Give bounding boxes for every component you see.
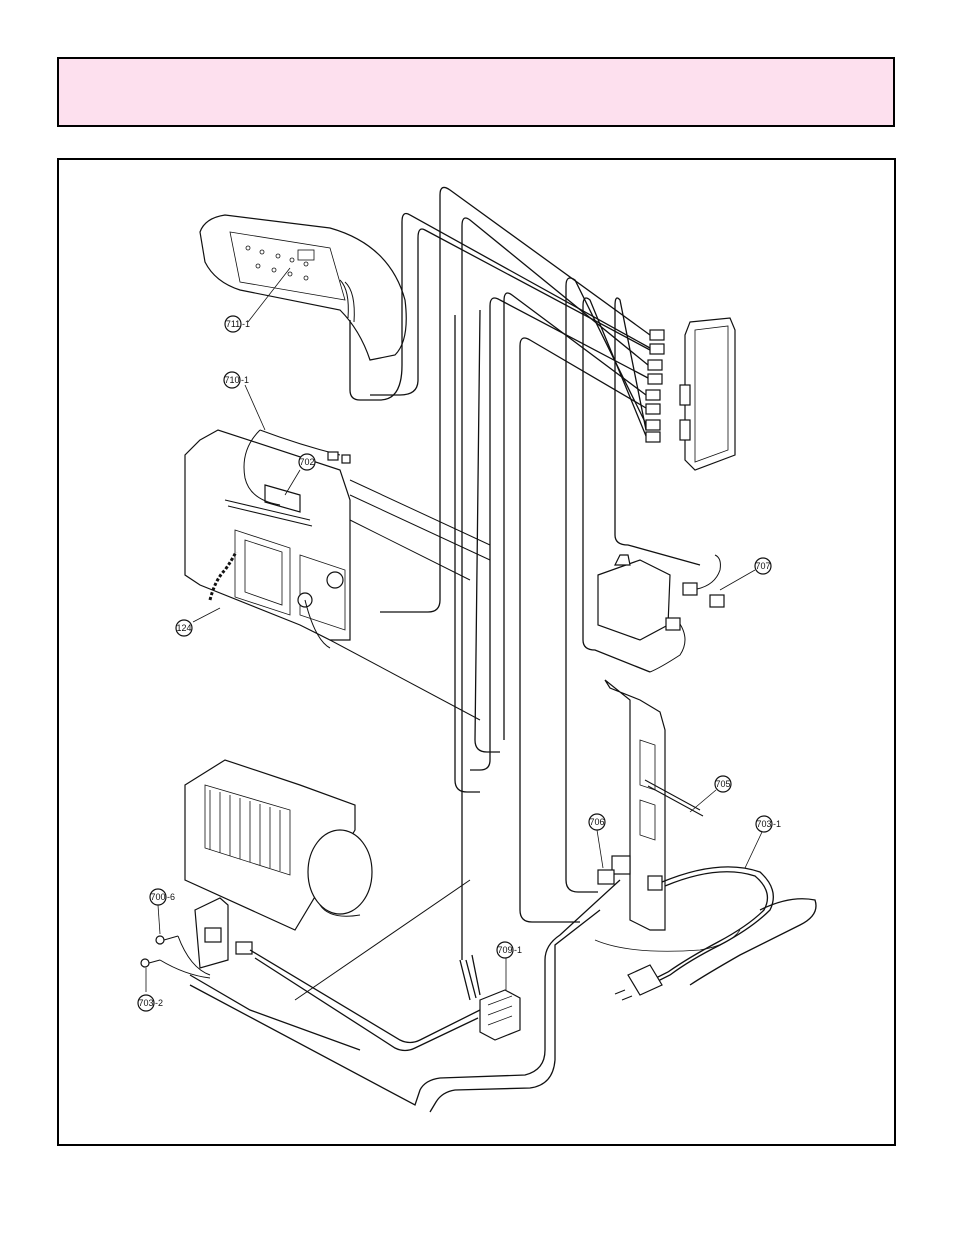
callout-124: 124 <box>176 608 220 636</box>
callout-709-suffix: -1 <box>514 945 522 955</box>
callout-700-number: 700 <box>150 892 165 902</box>
callout-703-1-number: 703 <box>756 819 771 829</box>
transformer <box>480 990 520 1040</box>
callout-710-suffix: -1 <box>241 375 249 385</box>
control-panel <box>200 215 406 360</box>
callout-700-suffix: -6 <box>167 892 175 902</box>
wire-harness <box>190 187 700 1112</box>
terminal-block <box>141 898 252 978</box>
callout-703-2-suffix: -2 <box>155 998 163 1008</box>
callout-700-6: 700 -6 <box>150 889 175 934</box>
callout-706: 706 <box>589 814 605 868</box>
side-panel <box>595 680 740 951</box>
solenoid-valve <box>598 555 724 672</box>
callout-709-1: 709 -1 <box>497 942 522 990</box>
callout-707: 707 <box>720 558 771 590</box>
callout-706-number: 706 <box>589 817 604 827</box>
heater-unit <box>185 430 350 640</box>
callout-703-2-number: 703 <box>138 998 153 1008</box>
callout-711-suffix: -1 <box>242 319 250 329</box>
callout-702-number: 702 <box>299 457 314 467</box>
callout-703-1-suffix: -1 <box>773 819 781 829</box>
pcb-board <box>646 318 735 470</box>
callout-709-number: 709 <box>497 945 512 955</box>
callout-707-number: 707 <box>755 561 770 571</box>
callout-710-1: 710 -1 <box>224 372 265 430</box>
callout-703-1: 703 -1 <box>745 816 781 868</box>
callout-705-number: 705 <box>715 779 730 789</box>
callout-710-number: 710 <box>224 375 239 385</box>
callout-711-number: 711 <box>226 319 240 329</box>
callout-703-2: 703 -2 <box>138 968 163 1011</box>
callout-705: 705 <box>690 776 731 812</box>
callout-124-number: 124 <box>176 623 191 633</box>
